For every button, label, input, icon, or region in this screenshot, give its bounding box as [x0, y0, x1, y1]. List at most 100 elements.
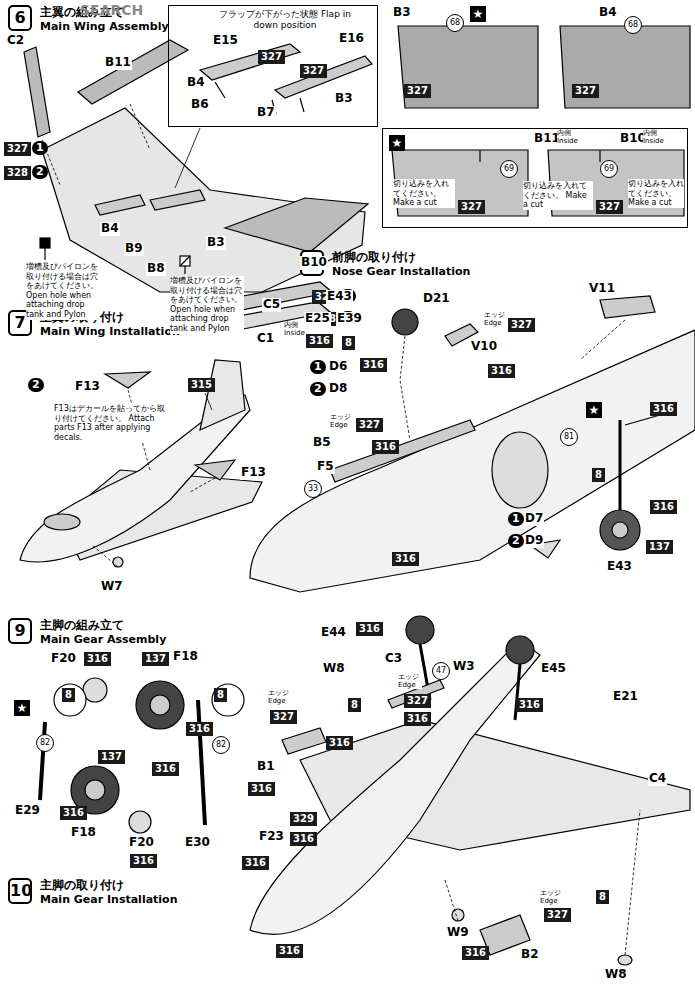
note-text: 切り込みを入れてください。 Make a cut	[393, 179, 455, 208]
step-number-box: 10主脚の取り付けMain Gear Installation	[8, 878, 32, 904]
paint-callout: 8	[348, 698, 361, 712]
part-number: B8	[146, 262, 166, 276]
main-gear-art-shape	[85, 780, 105, 800]
part-number: E30	[184, 836, 211, 850]
edge-note: エッジ Edge	[330, 414, 354, 429]
part-number: B1	[256, 760, 276, 774]
paint-callout: 327	[4, 142, 31, 156]
part-number: F5	[316, 460, 335, 474]
paint-callout: 8	[596, 890, 609, 904]
part-number: W3	[452, 660, 476, 674]
part-number: E15	[212, 34, 239, 48]
paint-callout: 8	[342, 336, 355, 350]
paint-callout: 8	[214, 688, 227, 702]
main-gear-art-shape	[198, 700, 205, 825]
note-text: 増槽及びパイロンを取り付ける場合は穴をあけてください。 Open hole wh…	[170, 276, 244, 334]
part-number: F20	[128, 836, 155, 850]
part-number: E16	[338, 32, 365, 46]
main-gear-art	[40, 678, 244, 833]
wing-parts-shape	[40, 238, 50, 248]
part-number: V11	[588, 282, 616, 296]
part-number: D21	[422, 292, 451, 306]
aircraft-underside-art	[250, 616, 690, 965]
paint-callout: 316	[392, 552, 419, 566]
nose-gear-art	[250, 296, 695, 592]
part-number: B4	[598, 6, 618, 20]
part-number: B4	[100, 222, 120, 236]
part-number: F13	[240, 466, 267, 480]
paint-callout: 316	[306, 334, 333, 348]
main-gear-art-shape	[150, 695, 170, 715]
note-text: 切り込みを入れてください。 Make a cut	[628, 179, 684, 208]
part-number: E39	[336, 312, 363, 326]
paint-callout: 316	[404, 712, 431, 726]
flap-detail-art	[200, 44, 372, 114]
step-title-en: Main Wing Assembly	[40, 20, 169, 33]
step-number: 6	[10, 7, 30, 29]
leader-lines	[42, 104, 640, 955]
aircraft-side-art-shape	[200, 360, 245, 430]
paint-callout: 328	[4, 166, 31, 180]
note-text: 切り込みを入れてください。 Make a cut	[523, 181, 593, 210]
leader-lines-shape	[92, 545, 118, 567]
paint-callout: 316	[152, 762, 179, 776]
wing-parts-shape	[24, 47, 50, 137]
wing-parts-shape	[180, 256, 190, 266]
aircraft-side-art-shape	[105, 372, 150, 388]
part-number: W9	[446, 926, 470, 940]
paint-callout: 327	[404, 694, 431, 708]
paint-callout: 137	[142, 652, 169, 666]
marking-number: 2	[28, 378, 44, 392]
main-gear-art-shape	[83, 678, 107, 702]
watermark: SEARCH	[80, 2, 143, 18]
paint-callout: 327	[508, 318, 535, 332]
part-number: B7	[256, 106, 276, 120]
paint-callout: 316	[248, 782, 275, 796]
paint-callout: 316	[326, 736, 353, 750]
marking-panels-art	[392, 26, 690, 216]
marking-panels-art-shape	[398, 26, 538, 108]
part-number: W8	[604, 968, 628, 982]
paint-callout: 8	[62, 688, 75, 702]
wing-parts-shape	[78, 40, 188, 104]
part-number: C4	[648, 772, 667, 786]
decal-number: 47	[432, 662, 450, 680]
paint-callout: 316	[360, 358, 387, 372]
part-number: E21	[612, 690, 639, 704]
step-title-en: Main Gear Installation	[40, 893, 178, 906]
paint-callout: 316	[372, 440, 399, 454]
step-title-ja: 主脚の取り付け	[40, 877, 124, 894]
step-title-en: Main Gear Assembly	[40, 633, 166, 646]
nose-gear-art-shape	[392, 309, 418, 335]
leader-lines-shape	[190, 478, 215, 492]
part-number: F13	[74, 380, 101, 394]
part-number: B9	[124, 242, 144, 256]
part-number: B11	[104, 56, 132, 70]
decal-number: 81	[560, 428, 578, 446]
part-number: E25	[304, 312, 331, 326]
flap-detail-art-shape	[200, 44, 300, 80]
part-number: E29	[14, 804, 41, 818]
part-number: E43	[326, 290, 353, 304]
part-number: F23	[258, 830, 285, 844]
decal-number: 68	[624, 16, 642, 34]
step-title-en: Nose Gear Installation	[332, 265, 470, 278]
edge-note: エッジ Edge	[484, 312, 508, 327]
part-number: B4	[186, 76, 206, 90]
part-number: E44	[320, 626, 347, 640]
wing-parts-shape	[225, 198, 368, 252]
marking-panels-art-shape	[560, 26, 690, 108]
decal-number: 33	[304, 480, 322, 498]
part-number: B3	[206, 236, 226, 250]
marking-number: 1	[310, 360, 326, 374]
note-text: F13はデカールを貼ってから取り付けてください。 Attach parts F1…	[54, 404, 172, 442]
part-number: E43	[606, 560, 633, 574]
nose-gear-art-shape	[612, 522, 628, 538]
decal-number: 68	[446, 14, 464, 32]
leader-lines-shape	[175, 128, 200, 188]
part-number: C2	[6, 34, 25, 48]
part-number: C1	[256, 332, 275, 346]
aircraft-side-art-shape	[195, 460, 235, 480]
paint-callout: 316	[242, 856, 269, 870]
aircraft-side-art-shape	[113, 557, 123, 567]
